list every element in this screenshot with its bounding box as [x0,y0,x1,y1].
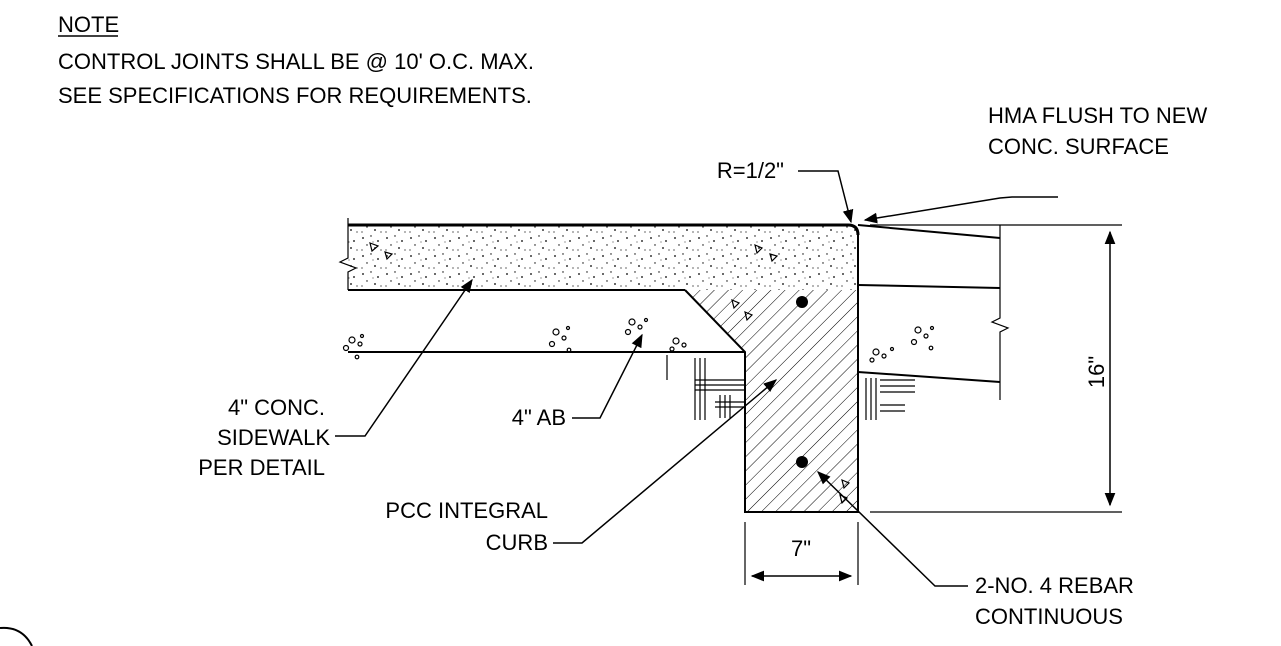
aggregate-base [342,317,745,360]
aggregate-marks [369,242,779,263]
base-leader [572,333,643,419]
height-dimension-label: 16" [1084,356,1109,388]
width-dimension [744,522,859,585]
sidewalk-label-line-3: PER DETAIL [198,455,325,480]
rebar-bottom [796,456,808,468]
note-heading: NOTE [58,12,119,37]
sidewalk-label-line-1: 4" CONC. [228,395,325,420]
native-soil-left [666,355,745,420]
rebar-top [796,296,808,308]
radius-leader [798,170,854,224]
radius-label: R=1/2" [717,158,784,183]
note-line-1: CONTROL JOINTS SHALL BE @ 10' O.C. MAX. [58,49,534,74]
rebar-leader [817,471,968,587]
base-label: 4" AB [512,405,566,430]
rebar-label-line-2: CONTINUOUS [975,604,1123,629]
height-dimension [870,224,1122,513]
curb-label-line-1: PCC INTEGRAL [385,498,548,523]
sidewalk-slab [338,218,860,291]
hma-label-line-1: HMA FLUSH TO NEW [988,103,1207,128]
width-dimension-label: 7" [791,536,811,561]
sidewalk-leader [335,278,473,437]
integral-curb [684,235,859,513]
rebar-label-line-1: 2-NO. 4 REBAR [975,573,1134,598]
curb-label-line-2: CURB [486,530,548,555]
hma-leader [863,196,1058,224]
hma-label-line-2: CONC. SURFACE [988,134,1169,159]
curb-leader [553,379,778,544]
detail-bubble [0,626,33,646]
sidewalk-label-line-2: SIDEWALK [217,425,330,450]
hma-pavement [857,224,1010,420]
note-line-2: SEE SPECIFICATIONS FOR REQUIREMENTS. [58,83,532,108]
